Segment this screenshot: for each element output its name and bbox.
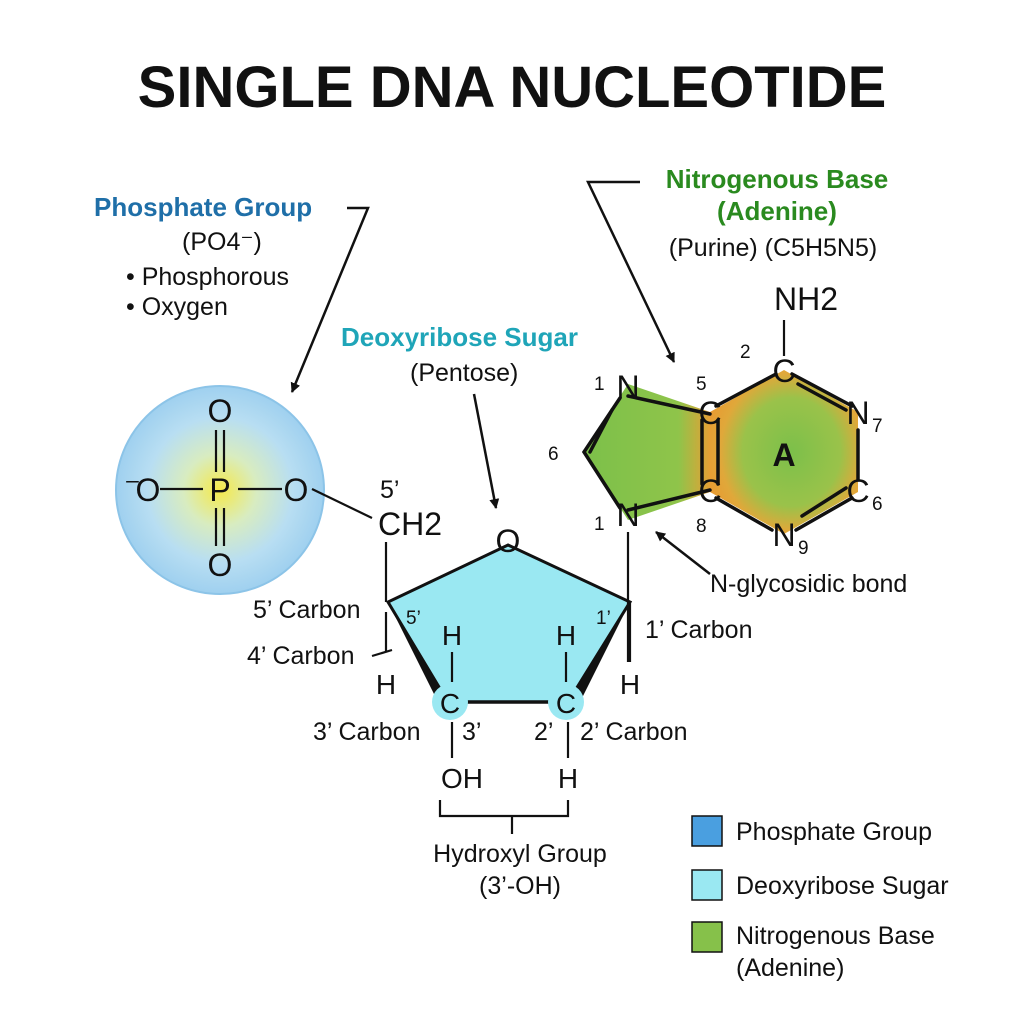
phosphate-formula: (PO4⁻): [182, 228, 262, 256]
legend-label-phosphate: Phosphate Group: [736, 818, 932, 846]
sugar-wedge-left: [388, 602, 448, 706]
base-n1-top: N: [616, 369, 639, 405]
legend-swatch-phosphate: [691, 815, 723, 847]
hydroxyl-bracket: [438, 800, 570, 834]
base-n9: N: [772, 517, 795, 553]
c3-carbon: C: [440, 688, 460, 719]
legend-label-base-1: Nitrogenous Base: [736, 922, 935, 950]
phosphate-o-left: O: [136, 472, 161, 508]
phosphate-item-1: • Phosphorous: [126, 263, 289, 291]
base-heading-2: (Adenine): [717, 196, 837, 226]
phosphate-minus: ⁻: [124, 469, 141, 505]
one-prime-inner: 1’: [596, 608, 611, 629]
base-c8-sub: 8: [696, 516, 707, 537]
base-six-ring: [710, 370, 858, 534]
hydroxyl-label-1: Hydroxyl Group: [433, 840, 607, 868]
c2-carbon: C: [556, 688, 576, 719]
base-c2-sub: 2: [740, 342, 751, 363]
five-prime-inner: 5’: [406, 608, 421, 629]
base-amine: NH2: [774, 281, 838, 317]
c1-h: H: [620, 669, 640, 700]
legend-label-sugar: Deoxyribose Sugar: [736, 872, 949, 900]
sugar-ring: [385, 543, 633, 704]
phosphate-o-bottom: O: [208, 547, 233, 583]
sugar-pointer-arrow: [472, 393, 500, 509]
base-n7: N: [846, 395, 869, 431]
base-c6-right-sub: 6: [872, 494, 883, 515]
base-five-ring: [584, 384, 710, 520]
base-c5: C: [698, 395, 721, 431]
base-pointer-arrow: [586, 180, 676, 363]
sugar-ring-oxygen: O: [496, 523, 521, 559]
phosphate-p-atom: P: [209, 472, 230, 508]
legend-swatch-sugar: [691, 869, 723, 901]
phosphate-o-top: O: [208, 393, 233, 429]
phosphate-circle: [115, 385, 325, 595]
phosphate-item-2: • Oxygen: [126, 293, 228, 321]
base-heading-1: Nitrogenous Base: [666, 164, 889, 194]
base-n9-sub: 9: [798, 538, 809, 559]
three-prime-inner: 3’: [462, 718, 481, 746]
base-c2: C: [772, 353, 795, 389]
sugar-heading: Deoxyribose Sugar: [341, 322, 578, 352]
sugar-wedge-right: [568, 602, 630, 706]
base-c-lower: C: [698, 473, 721, 509]
ch2-group: CH2: [378, 506, 442, 542]
c3-h-top: H: [442, 620, 462, 651]
glycosidic-bond-label: N-glycosidic bond: [710, 570, 907, 598]
base-n7-sub: 7: [872, 416, 883, 437]
label-2-carbon: 2’ Carbon: [580, 718, 687, 746]
label-1-carbon: 1’ Carbon: [645, 616, 752, 644]
base-c6-right: C: [846, 473, 869, 509]
label-3-carbon: 3’ Carbon: [313, 718, 420, 746]
phosphate-pointer-arrow: [290, 206, 370, 393]
label-4-carbon: 4’ Carbon: [247, 642, 354, 670]
sugar-subheading: (Pentose): [410, 359, 518, 387]
hydroxyl-oh: OH: [441, 763, 483, 794]
base-n1-top-sub: 1: [594, 374, 605, 395]
base-c6-left-sub: 6: [548, 444, 559, 465]
page-title: SINGLE DNA NUCLEOTIDE: [138, 55, 887, 120]
label-5-carbon: 5’ Carbon: [253, 596, 360, 624]
base-center-letter: A: [772, 437, 795, 473]
phosphate-heading: Phosphate Group: [94, 192, 312, 222]
c4-h: H: [376, 669, 396, 700]
base-c5-sub: 5: [696, 374, 707, 395]
legend-label-base-2: (Adenine): [736, 954, 844, 982]
five-prime-top: 5’: [380, 476, 399, 504]
base-formula: (Purine) (C5H5N5): [669, 234, 877, 262]
phosphate-o-right: O: [284, 472, 309, 508]
hydroxyl-label-2: (3’-OH): [479, 872, 561, 900]
legend-swatch-base: [691, 921, 723, 953]
glycosidic-arrow: [655, 531, 711, 575]
base-n1-bottom: N: [616, 497, 639, 533]
base-n1-bottom-sub: 1: [594, 514, 605, 535]
c2-h-bottom: H: [558, 763, 578, 794]
c2-h-top: H: [556, 620, 576, 651]
two-prime-inner: 2’: [534, 718, 553, 746]
